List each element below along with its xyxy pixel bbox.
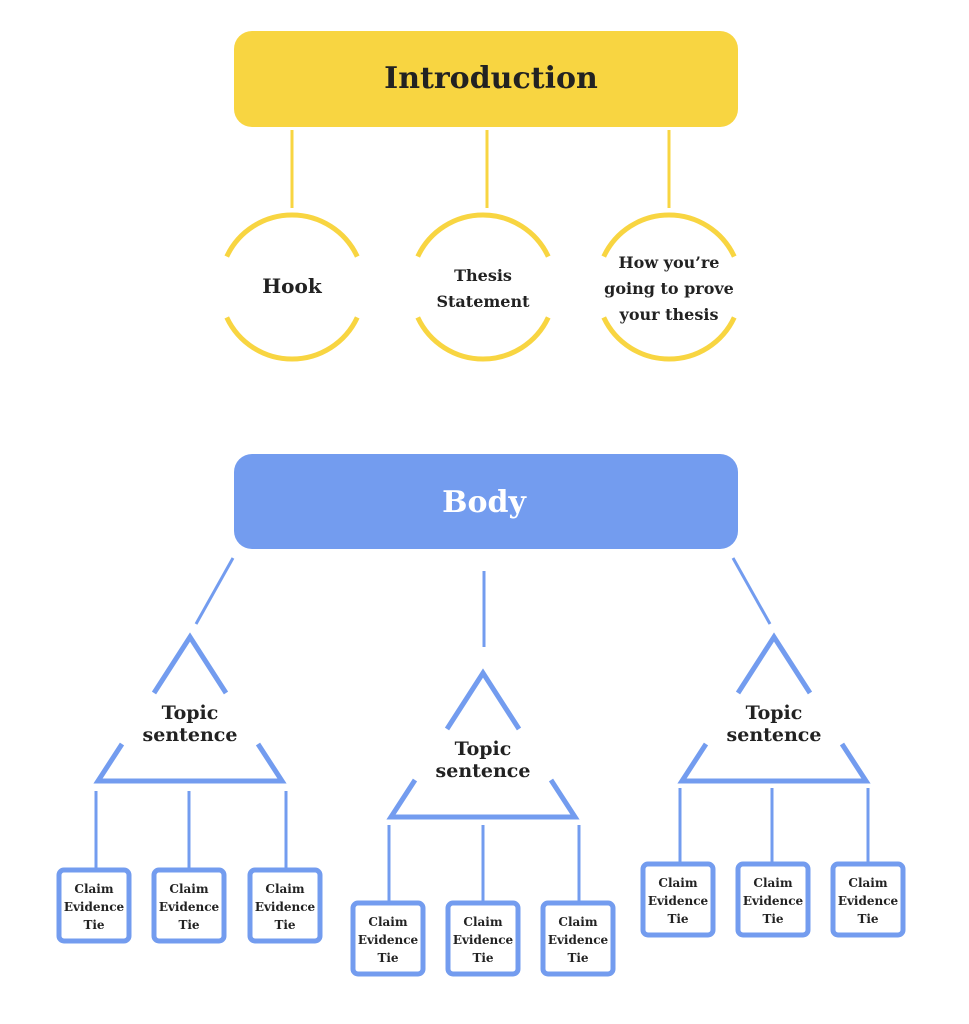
claim-box-center-2: Claim Evidence Tie <box>445 900 521 977</box>
claim-box-text-line-1: Claim <box>265 882 304 896</box>
topic-triangle-right-bottom <box>677 742 871 784</box>
claim-box-text-line-3: Tie <box>857 912 878 926</box>
topic-sentence-right-line-2: sentence <box>727 724 822 746</box>
claim-box-text-line-1: Claim <box>74 882 113 896</box>
claim-box-text-line-1: Claim <box>368 915 407 929</box>
claim-box-text-line-2: Evidence <box>64 900 125 914</box>
claim-box-left-2: Claim Evidence Tie <box>151 867 227 944</box>
hook-circle: Hook <box>224 212 360 362</box>
topic-sentence-right-line-1: Topic <box>746 702 803 724</box>
branch-left: Topic sentence Claim Evidence Tie Claim … <box>56 632 323 944</box>
topic-triangle-right-top <box>735 632 813 695</box>
claim-box-right-1: Claim Evidence Tie <box>640 861 716 938</box>
topic-triangle-left-bottom <box>93 742 287 784</box>
branch-right: Topic sentence Claim Evidence Tie Claim … <box>640 632 906 938</box>
thesis-circle: Thesis Statement <box>415 212 551 362</box>
claim-box-text-line-3: Tie <box>178 918 199 932</box>
hook-circle-arc-top <box>224 212 360 258</box>
claim-box-right-3: Claim Evidence Tie <box>830 861 906 938</box>
thesis-circle-arc-top <box>415 212 551 258</box>
claim-box-text-line-2: Evidence <box>159 900 220 914</box>
claim-box-text-line-3: Tie <box>274 918 295 932</box>
prove-circle-arc-top <box>601 212 737 258</box>
claim-box-text-line-2: Evidence <box>743 894 804 908</box>
topic-sentence-left-line-1: Topic <box>162 702 219 724</box>
claim-box-text-line-3: Tie <box>377 951 398 965</box>
prove-label-line-3: your thesis <box>619 305 719 324</box>
hook-circle-arc-bottom <box>224 316 360 362</box>
topic-triangle-left-top <box>151 632 229 695</box>
prove-label-line-2: going to prove <box>604 279 734 298</box>
branch-center: Topic sentence Claim Evidence Tie Claim … <box>350 668 616 977</box>
body-section: Body Topic sentence Claim Evidence Tie C… <box>56 454 906 977</box>
claim-box-text-line-3: Tie <box>762 912 783 926</box>
claim-box-text-line-1: Claim <box>848 876 887 890</box>
body-connector-right <box>731 557 772 625</box>
claim-box-left-3: Claim Evidence Tie <box>247 867 323 944</box>
thesis-label-line-1: Thesis <box>454 266 512 285</box>
body-connector-left <box>194 557 235 625</box>
prove-label-line-1: How you’re <box>619 253 720 272</box>
introduction-title: Introduction <box>384 61 598 96</box>
topic-sentence-left-line-2: sentence <box>143 724 238 746</box>
claim-box-text-line-3: Tie <box>472 951 493 965</box>
prove-thesis-circle: How you’re going to prove your thesis <box>601 212 737 362</box>
topic-sentence-center-line-1: Topic <box>455 738 512 760</box>
thesis-circle-arc-bottom <box>415 316 551 362</box>
claim-box-center-1: Claim Evidence Tie <box>350 900 426 977</box>
claim-box-text-line-2: Evidence <box>838 894 899 908</box>
claim-box-text-line-1: Claim <box>558 915 597 929</box>
topic-sentence-center-line-2: sentence <box>436 760 531 782</box>
introduction-section: Introduction Hook Thesis Statement How y… <box>224 31 738 362</box>
claim-box-text-line-1: Claim <box>463 915 502 929</box>
claim-box-center-3: Claim Evidence Tie <box>540 900 616 977</box>
claim-box-text-line-3: Tie <box>567 951 588 965</box>
body-box <box>234 454 738 549</box>
claim-box-text-line-3: Tie <box>83 918 104 932</box>
hook-label: Hook <box>262 274 323 298</box>
topic-triangle-center-bottom <box>386 778 580 820</box>
claim-box-text-line-1: Claim <box>658 876 697 890</box>
claim-box-text-line-2: Evidence <box>648 894 709 908</box>
claim-box-text-line-2: Evidence <box>453 933 514 947</box>
topic-triangle-center-top <box>444 668 522 731</box>
claim-box-text-line-1: Claim <box>753 876 792 890</box>
claim-box-text-line-1: Claim <box>169 882 208 896</box>
claim-box-text-line-2: Evidence <box>548 933 609 947</box>
claim-box-left-1: Claim Evidence Tie <box>56 867 132 944</box>
claim-box-text-line-2: Evidence <box>255 900 316 914</box>
introduction-box <box>234 31 738 127</box>
claim-box-text-line-2: Evidence <box>358 933 419 947</box>
thesis-label-line-2: Statement <box>436 292 530 311</box>
body-title: Body <box>442 485 527 520</box>
claim-box-right-2: Claim Evidence Tie <box>735 861 811 938</box>
prove-circle-arc-bottom <box>601 316 737 362</box>
claim-box-text-line-3: Tie <box>667 912 688 926</box>
